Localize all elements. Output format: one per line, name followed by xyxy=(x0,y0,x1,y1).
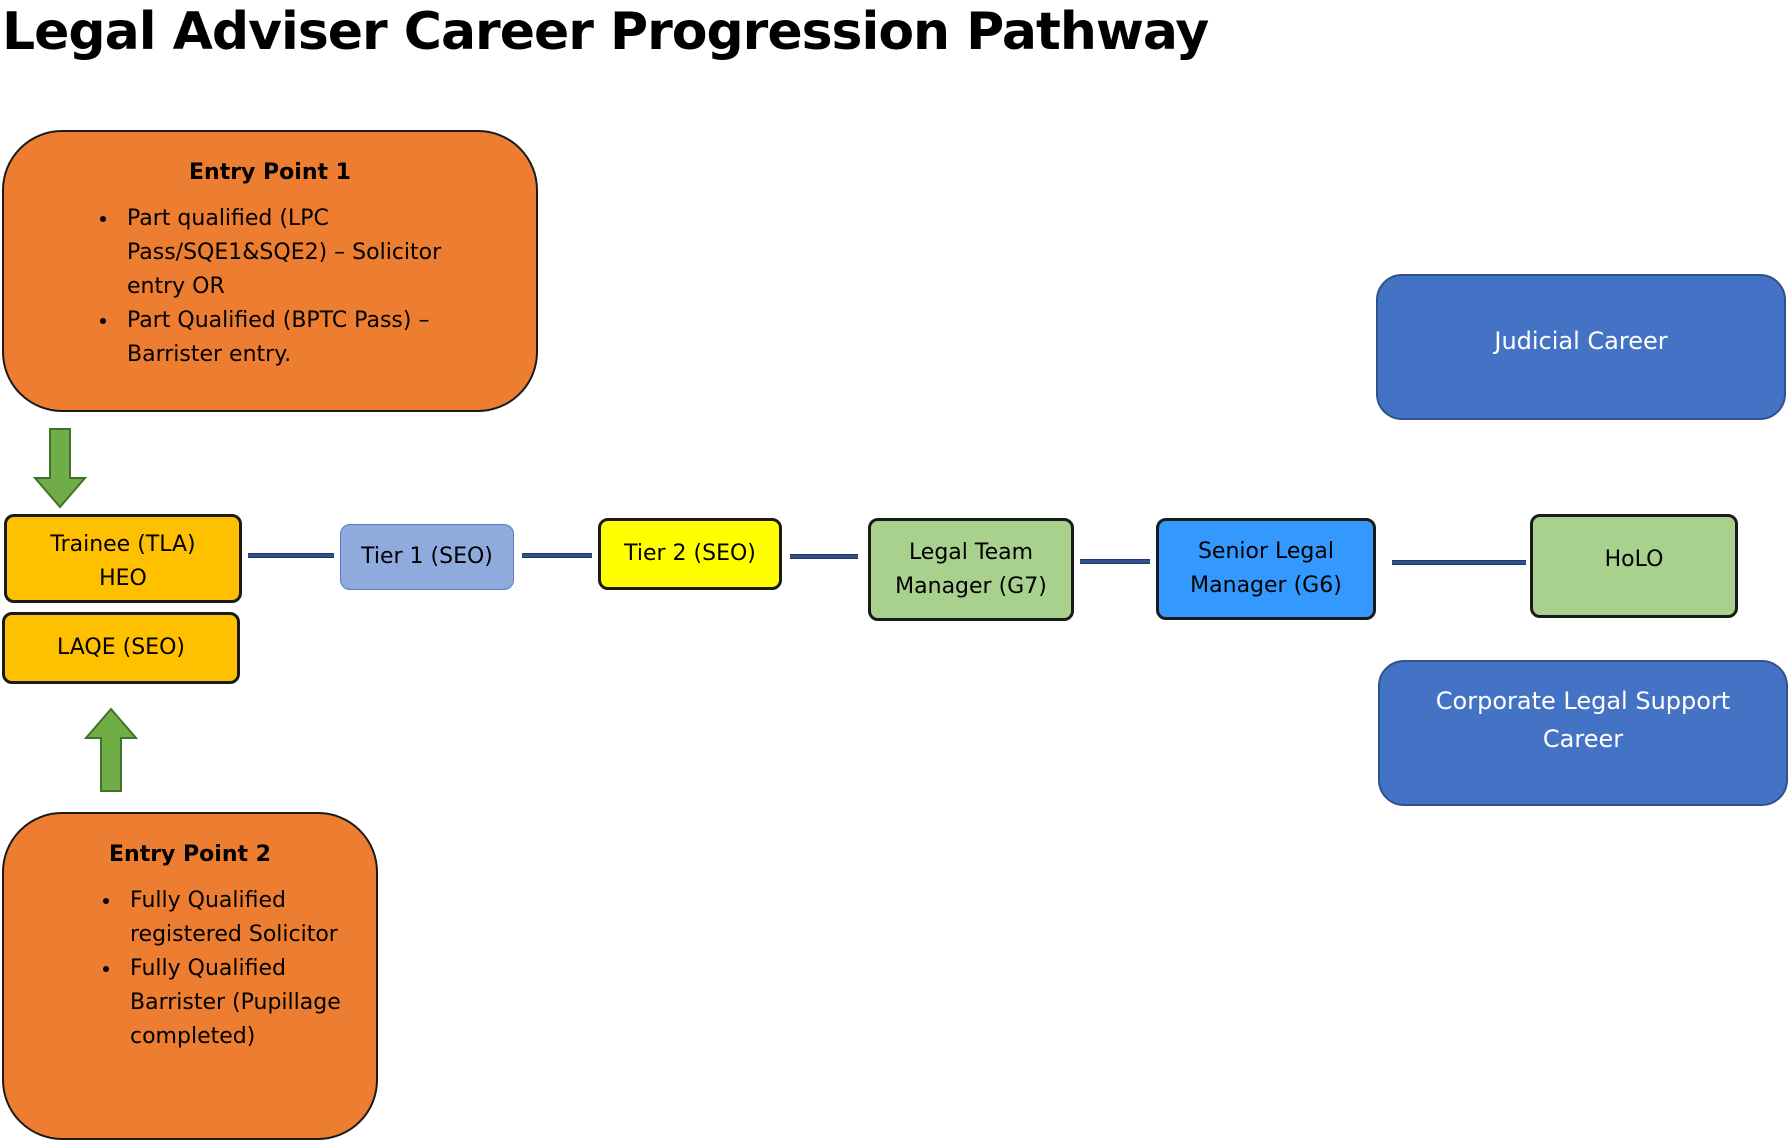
senior-legal-manager-node: Senior Legal Manager (G6) xyxy=(1156,518,1376,620)
connector-line xyxy=(1080,559,1150,564)
up-arrow-icon xyxy=(83,707,139,792)
entry-point-2-bullet: Fully Qualified registered Solicitor xyxy=(122,884,356,952)
corporate-legal-support-career-box: Corporate Legal Support Career xyxy=(1378,660,1788,806)
entry-point-1-heading: Entry Point 1 xyxy=(189,160,351,185)
connector-line xyxy=(1392,560,1526,565)
page-title: Legal Adviser Career Progression Pathway xyxy=(2,2,1209,62)
judicial-career-box: Judicial Career xyxy=(1376,274,1786,420)
entry-point-1-bullet: Part qualified (LPC Pass/SQE1&SQE2) – So… xyxy=(119,202,496,304)
connector-line xyxy=(248,553,334,558)
trainee-node: Trainee (TLA) HEO xyxy=(4,514,242,603)
laqe-node: LAQE (SEO) xyxy=(2,612,240,684)
entry-point-2-heading: Entry Point 2 xyxy=(109,842,271,867)
entry-point-1-bullet: Part Qualified (BPTC Pass) – Barrister e… xyxy=(119,304,496,372)
entry-point-1-list: Part qualified (LPC Pass/SQE1&SQE2) – So… xyxy=(44,202,496,372)
tier-2-node: Tier 2 (SEO) xyxy=(598,518,782,590)
holo-node: HoLO xyxy=(1530,514,1738,618)
tier-1-node: Tier 1 (SEO) xyxy=(340,524,514,590)
entry-point-2-box: Entry Point 2 Fully Qualified registered… xyxy=(2,812,378,1140)
entry-point-2-bullet: Fully Qualified Barrister (Pupillage com… xyxy=(122,952,356,1054)
entry-point-2-list: Fully Qualified registered Solicitor Ful… xyxy=(24,884,356,1054)
legal-team-manager-node: Legal Team Manager (G7) xyxy=(868,518,1074,621)
connector-line xyxy=(522,553,592,558)
entry-point-1-box: Entry Point 1 Part qualified (LPC Pass/S… xyxy=(2,130,538,412)
down-arrow-icon xyxy=(32,428,88,509)
connector-line xyxy=(790,554,858,559)
